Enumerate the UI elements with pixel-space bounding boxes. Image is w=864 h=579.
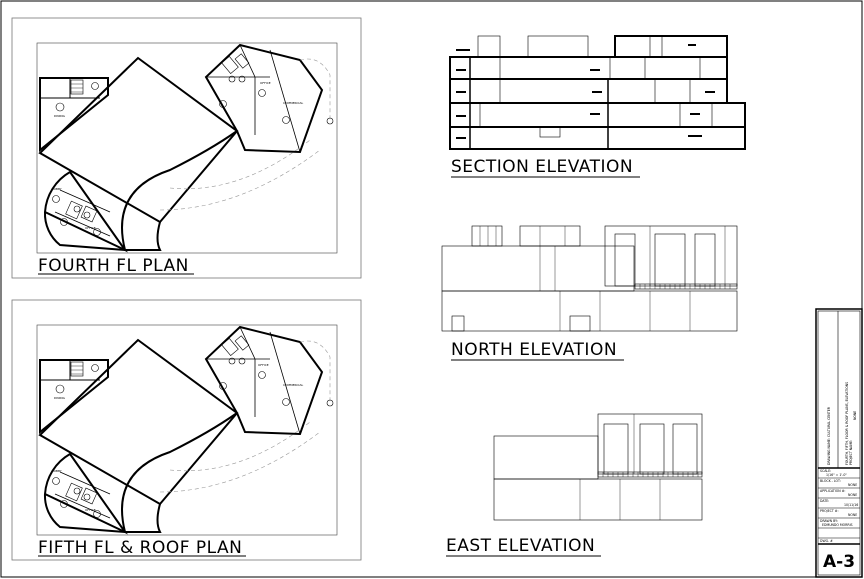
title-block-project-none: NONE — [853, 411, 857, 420]
fifth-plan-round-wing — [43, 452, 129, 535]
fourth-plan-lobby-label: LOBBY — [52, 187, 62, 191]
fourth-plan-right-wing — [204, 43, 324, 154]
fourth-plan-office-label: OFFICE — [85, 226, 96, 230]
title-block-drawn-by-value: EDMUNDO MORRIS — [822, 523, 853, 527]
title-block-project-no-none: NONE — [848, 513, 857, 517]
east-elevation: EAST ELEVATION — [446, 413, 703, 557]
title-block-date-value: 10/11/16 — [844, 503, 858, 507]
fifth-floor-plan: DINING LOBBY OFFICE OFFICE COMMERCIAL — [11, 299, 362, 561]
fifth-plan-curve — [121, 412, 238, 533]
title-block-application-none: NONE — [848, 493, 857, 497]
fifth-plan-right-wing — [204, 325, 324, 436]
fourth-plan-curve — [121, 130, 238, 251]
title-block-drawn-by-label: DRAWN BY: — [820, 519, 838, 523]
fifth-plan-inner-frame — [36, 324, 338, 536]
section-elevation-title: SECTION ELEVATION — [451, 157, 633, 177]
section-elevation: SECTION ELEVATION — [449, 35, 746, 178]
fifth-plan-left-block — [39, 359, 109, 435]
title-block-scale-value: 1/16" = 1'-0" — [826, 473, 847, 477]
fourth-plan-inner-frame — [36, 42, 338, 254]
title-block-dwg-label: DWG. # — [820, 539, 833, 543]
fifth-plan-title: FIFTH FL & ROOF PLAN — [38, 538, 242, 558]
title-block-date-label: DATE: — [820, 499, 829, 503]
fourth-plan-frame — [11, 17, 362, 279]
fifth-plan-office-right-label: OFFICE — [258, 363, 269, 367]
title-block-scale-label: SCALE: — [820, 469, 831, 473]
title-block-project-name-label: PROJECT NAME: — [849, 440, 853, 465]
fifth-plan-frame — [11, 299, 362, 561]
title-block-project-no-label: PROJECT #: — [820, 509, 839, 513]
title-block-application-label: APPLICATION #: — [820, 489, 845, 493]
fifth-plan-office-label: OFFICE — [85, 508, 96, 512]
fourth-plan-dining-label: DINING — [54, 114, 66, 118]
title-block-project-name: FOURTH, FIFTH, FLOOR & ROOF PLANS, ELEVA… — [845, 382, 849, 465]
fifth-plan-dining-label: DINING — [54, 396, 66, 400]
fourth-plan-office-right-label: OFFICE — [260, 81, 271, 85]
fourth-plan-title: FOURTH FL PLAN — [38, 256, 189, 276]
fourth-plan-round-wing — [43, 170, 129, 253]
north-elevation-title: NORTH ELEVATION — [451, 340, 617, 360]
fourth-plan-left-block — [39, 77, 109, 153]
title-block-block-label: BLOCK - LOT: — [820, 479, 841, 483]
title-block-sheet-number: A-3 — [823, 552, 855, 572]
fifth-plan-lobby-label: LOBBY — [52, 469, 62, 473]
east-elevation-title: EAST ELEVATION — [446, 536, 595, 556]
title-block-drawing-name: DRAWING NAME: CULTURAL CENTER — [827, 406, 831, 465]
title-block: DRAWING NAME: CULTURAL CENTER FOURTH, FI… — [815, 308, 863, 578]
fourth-floor-plan: DINING LOBBY OFFICE OFFICE CO — [11, 17, 362, 279]
title-block-block-none: NONE — [848, 483, 857, 487]
north-elevation: NORTH ELEVATION — [441, 225, 738, 361]
fifth-plan-commercial-label: COMMERCIAL — [283, 383, 303, 387]
fourth-plan-commercial-label: COMMERCIAL — [283, 101, 303, 105]
